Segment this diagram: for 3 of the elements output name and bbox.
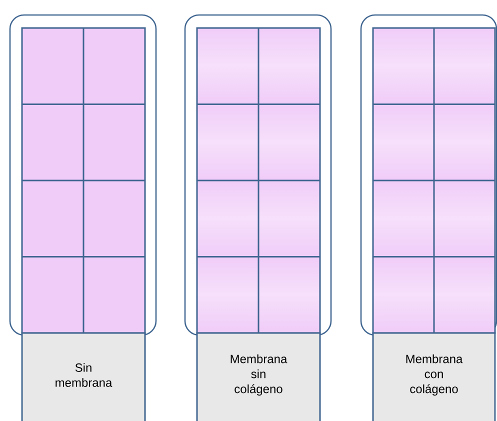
label-box: Membrana con colágeno (372, 332, 496, 421)
label-box: Sin membrana (21, 332, 146, 421)
label-box: Membrana sin colágeno (196, 332, 321, 421)
